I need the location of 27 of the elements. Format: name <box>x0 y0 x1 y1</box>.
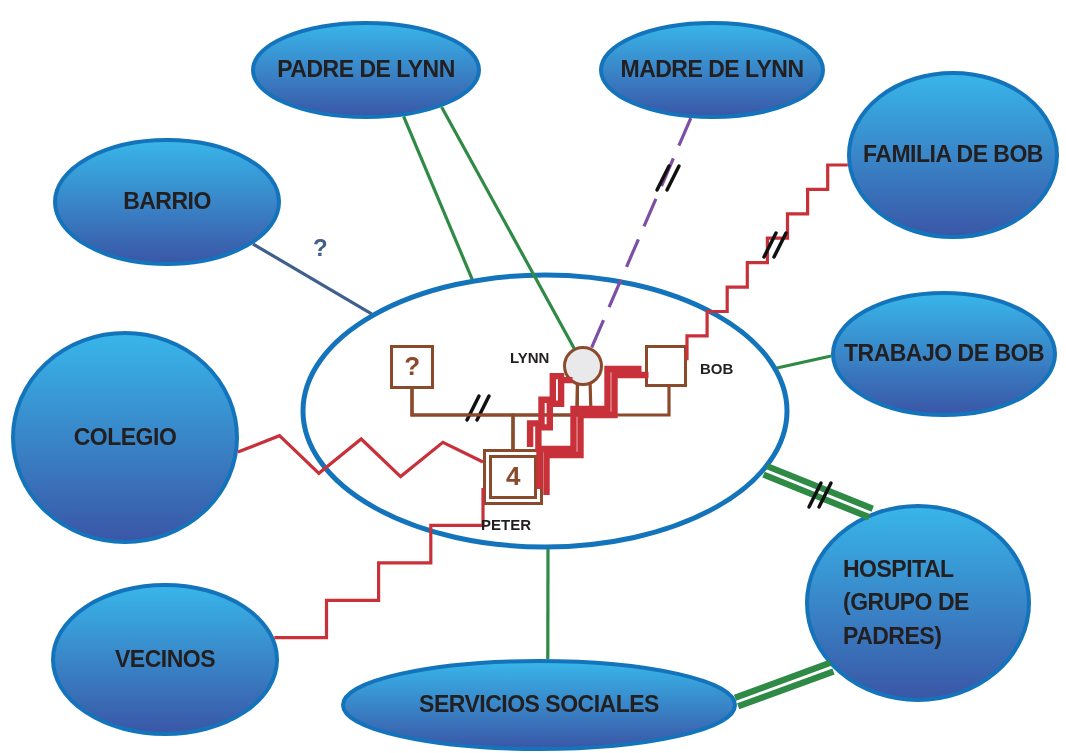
node-label: COLEGIO <box>73 422 177 452</box>
node-label: PADRE DE LYNN <box>277 55 455 85</box>
node-label: MADRE DE LYNN <box>620 55 804 85</box>
person-name: PETER <box>481 516 531 533</box>
node-label: BARRIO <box>123 187 211 217</box>
zigzag-line <box>237 433 484 479</box>
person-name: BOB <box>700 360 734 377</box>
double-line <box>760 462 876 521</box>
node-label: ? <box>404 350 420 384</box>
node-label: HOSPITAL (GRUPO DE PADRES) <box>843 555 970 651</box>
connector-line <box>511 384 580 449</box>
node-label: SERVICIOS SOCIALES <box>419 690 659 720</box>
node-label: TRABAJO DE BOB <box>844 339 1044 369</box>
connector-line <box>252 242 373 316</box>
node-label: VECINOS <box>115 644 215 674</box>
male-square <box>390 345 434 389</box>
double-line <box>731 659 837 710</box>
node-label: 4 <box>506 460 520 494</box>
connector-line <box>589 117 693 350</box>
person-name: LYNN <box>510 349 550 366</box>
connector-line <box>402 115 474 280</box>
node-label: FAMILIA DE BOB <box>863 140 1043 170</box>
zigzag-line <box>685 163 848 361</box>
zigzag-line <box>274 488 485 640</box>
connector-line <box>440 106 576 350</box>
connector-line <box>776 354 832 370</box>
connector-line <box>546 549 550 659</box>
